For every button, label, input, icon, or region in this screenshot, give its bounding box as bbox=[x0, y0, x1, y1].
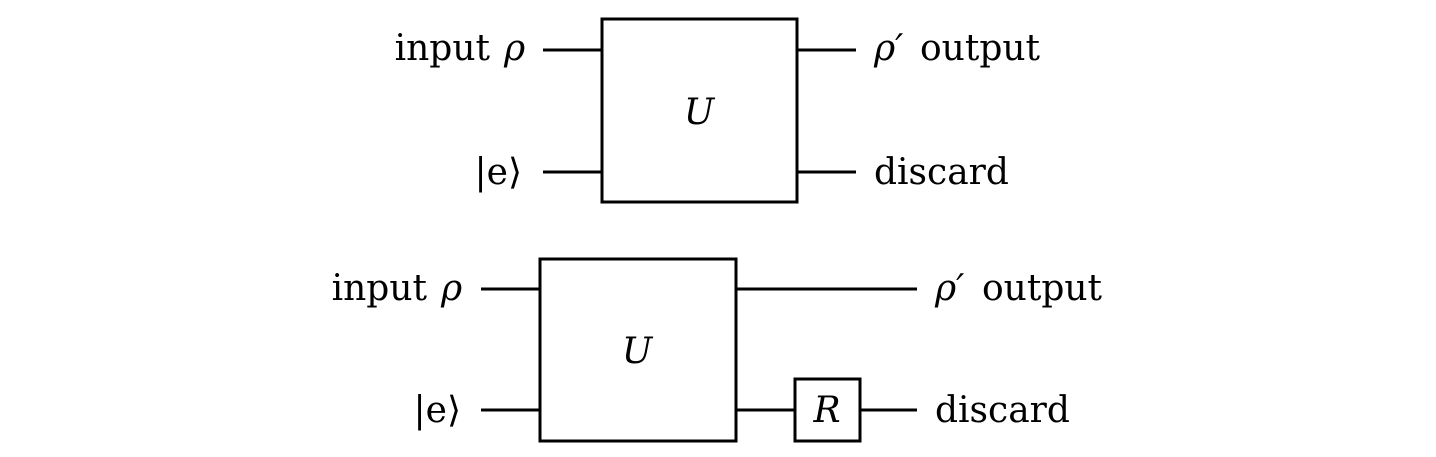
top-input-label: input bbox=[395, 28, 491, 69]
bottom-unitary-label: U bbox=[622, 331, 654, 372]
top-discard-label: discard bbox=[874, 152, 1009, 193]
bottom-output-rho-prime: ρ′ bbox=[934, 268, 964, 309]
circuit-top: input ρ |e⟩ U ρ′ output discard bbox=[395, 17, 1041, 204]
recovery-gate-label: R bbox=[812, 390, 840, 431]
bottom-unitary-gate bbox=[538, 257, 738, 443]
top-output-rho-prime: ρ′ bbox=[873, 28, 903, 69]
bottom-output-label: output bbox=[982, 268, 1103, 309]
bottom-input-rho: ρ bbox=[440, 268, 462, 309]
top-input-rho: ρ bbox=[503, 28, 525, 69]
top-output-label: output bbox=[920, 28, 1041, 69]
bottom-discard-label: discard bbox=[935, 390, 1070, 431]
top-environment-ket: |e⟩ bbox=[475, 152, 522, 193]
bottom-environment-ket: |e⟩ bbox=[414, 390, 461, 431]
top-unitary-label: U bbox=[684, 92, 716, 133]
bottom-input-label: input bbox=[332, 268, 428, 309]
circuit-bottom: input ρ |e⟩ U R ρ′ output discard bbox=[332, 257, 1103, 443]
top-unitary-gate bbox=[600, 17, 799, 204]
